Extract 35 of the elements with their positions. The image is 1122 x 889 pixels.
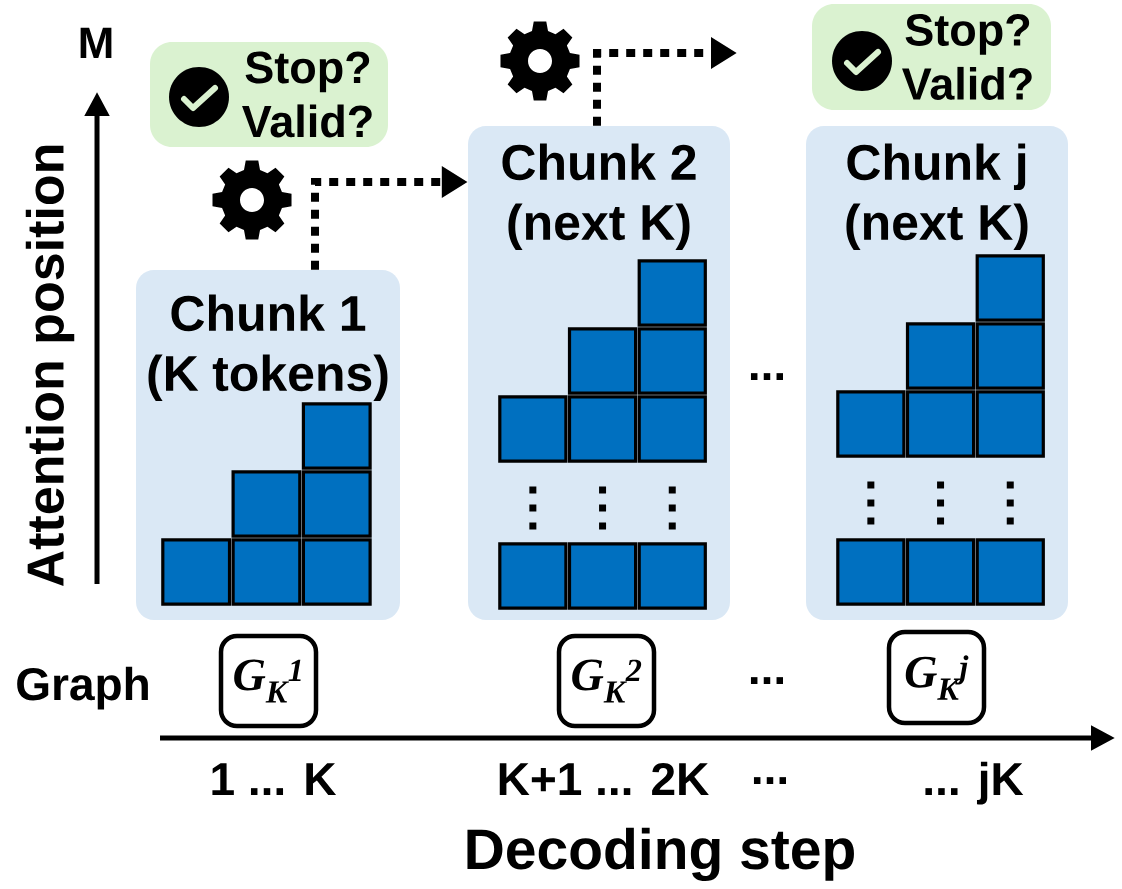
token-square — [975, 538, 1045, 606]
graph-box: G$_{K}$j — [886, 629, 987, 726]
graph-box: G$_{K}$2 — [556, 633, 657, 729]
token-square — [231, 538, 302, 606]
token-square — [905, 390, 976, 458]
token-square — [637, 259, 707, 327]
token-square — [567, 395, 638, 463]
axis-title: Attention position — [25, 145, 75, 587]
token-square — [637, 395, 707, 463]
graph-box: G$_{K}$1 — [218, 633, 319, 729]
token-square — [301, 538, 372, 606]
ellipsis: ... — [750, 373, 783, 380]
token-square — [975, 322, 1045, 390]
token-square — [498, 542, 568, 610]
tick-label: ... jK — [925, 761, 1024, 805]
token-square — [905, 538, 976, 606]
row-label: Graph — [17, 666, 148, 710]
token-square — [836, 390, 906, 458]
token-square — [905, 322, 976, 390]
token-square — [567, 327, 638, 395]
token-square — [231, 470, 302, 538]
token-square — [301, 402, 372, 470]
token-square — [637, 542, 707, 610]
ellipsis: ... — [753, 777, 786, 784]
token-square — [836, 538, 906, 606]
token-square — [161, 538, 232, 606]
axis-title: Decoding step — [467, 827, 854, 882]
token-square — [498, 395, 568, 463]
token-square — [567, 542, 638, 610]
token-square — [637, 327, 707, 395]
axis-label: M — [80, 27, 112, 58]
token-square — [301, 470, 372, 538]
token-square — [975, 390, 1045, 458]
token-square — [975, 254, 1045, 322]
ellipsis: ... — [750, 677, 783, 684]
